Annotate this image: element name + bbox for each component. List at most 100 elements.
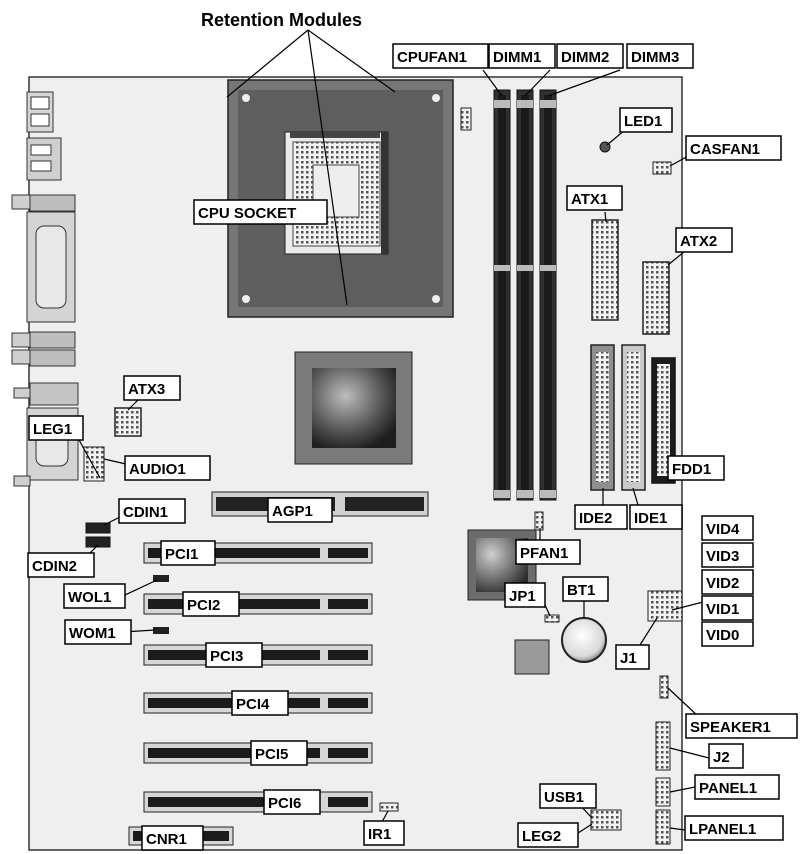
ide2-pins — [596, 352, 609, 482]
label-atx2-text: ATX2 — [680, 233, 717, 250]
label-panel1-text: PANEL1 — [699, 780, 757, 797]
label-wom1: WOM1 — [64, 619, 132, 645]
label-wom1-text: WOM1 — [69, 625, 116, 642]
label-vid0: VID0 — [701, 621, 754, 647]
dimm-slots — [493, 89, 557, 501]
label-led1: LED1 — [619, 107, 673, 133]
cdin2-header — [85, 536, 111, 548]
label-pci4: PCI4 — [231, 690, 289, 716]
label-ir1: IR1 — [363, 820, 405, 846]
j2-header — [655, 721, 671, 771]
label-usb1: USB1 — [539, 783, 597, 809]
rear-io-ports — [11, 91, 79, 487]
label-agp1-text: AGP1 — [272, 503, 313, 520]
label-fdd1: FDD1 — [667, 455, 725, 481]
label-vid2: VID2 — [701, 569, 754, 595]
wom1-header — [153, 627, 169, 634]
label-vid1-text: VID1 — [706, 601, 739, 618]
label-bt1: BT1 — [562, 576, 609, 602]
leader-lines — [77, 29, 710, 836]
label-lpanel1: LPANEL1 — [684, 815, 784, 841]
label-wol1: WOL1 — [63, 583, 126, 609]
retention-modules-title: Retention Modules — [201, 10, 362, 30]
label-j1-text: J1 — [620, 650, 637, 667]
label-dimm2: DIMM2 — [556, 43, 624, 69]
label-cdin1: CDIN1 — [118, 498, 186, 524]
label-pci6: PCI6 — [263, 789, 321, 815]
label-atx3-text: ATX3 — [128, 381, 165, 398]
label-cpufan1-text: CPUFAN1 — [397, 49, 467, 66]
label-leg2-text: LEG2 — [522, 828, 561, 845]
label-pci5-text: PCI5 — [255, 746, 288, 763]
cdin1-header — [85, 522, 111, 534]
cpufan1-header — [460, 107, 472, 131]
fdd1-pins — [657, 364, 670, 476]
label-casfan1: CASFAN1 — [685, 135, 782, 161]
label-vid1: VID1 — [701, 595, 754, 621]
label-ide2-text: IDE2 — [579, 510, 612, 527]
label-vid3-text: VID3 — [706, 548, 739, 565]
cpu-socket — [284, 131, 389, 255]
label-vid4-text: VID4 — [706, 521, 740, 538]
label-leg1: LEG1 — [28, 415, 84, 441]
label-pci1-text: PCI1 — [165, 546, 198, 563]
label-jp1-text: JP1 — [509, 588, 536, 605]
label-dimm1-text: DIMM1 — [493, 49, 541, 66]
panel1-header — [655, 777, 671, 807]
label-pci2-text: PCI2 — [187, 597, 220, 614]
retention-module — [227, 79, 454, 318]
label-j2-text: J2 — [713, 749, 730, 766]
label-cdin1-text: CDIN1 — [123, 504, 168, 521]
label-cnr1-text: CNR1 — [146, 831, 187, 848]
label-cpu-socket-text: CPU SOCKET — [198, 205, 296, 222]
pfan1-header — [534, 511, 544, 531]
label-atx2: ATX2 — [675, 227, 733, 253]
jp1-jumper — [544, 614, 560, 623]
label-panel1: PANEL1 — [694, 774, 780, 800]
label-bt1-text: BT1 — [567, 582, 595, 599]
label-cpu-socket: CPU SOCKET — [193, 199, 328, 225]
usb1-header — [590, 809, 622, 831]
audio1-header — [83, 446, 105, 482]
label-wol1-text: WOL1 — [68, 589, 111, 606]
j1-header — [647, 590, 683, 622]
lpanel1-header — [655, 809, 671, 845]
ir1-header — [379, 802, 399, 812]
label-lpanel1-text: LPANEL1 — [689, 821, 756, 838]
casfan1-header — [652, 161, 672, 175]
label-pci6-text: PCI6 — [268, 795, 301, 812]
label-led1-text: LED1 — [624, 113, 662, 130]
label-leg2: LEG2 — [517, 822, 579, 848]
label-dimm1: DIMM1 — [488, 43, 556, 69]
label-ide1-text: IDE1 — [634, 510, 667, 527]
label-casfan1-text: CASFAN1 — [690, 141, 760, 158]
wol1-header — [153, 575, 169, 582]
label-pci5: PCI5 — [250, 740, 308, 766]
label-ide2: IDE2 — [574, 504, 628, 530]
label-usb1-text: USB1 — [544, 789, 584, 806]
label-ide1: IDE1 — [629, 504, 683, 530]
label-atx1: ATX1 — [566, 185, 623, 211]
northbridge-die — [312, 368, 396, 448]
label-vid3: VID3 — [701, 542, 754, 568]
label-speaker1-text: SPEAKER1 — [690, 719, 771, 736]
label-vid4: VID4 — [701, 515, 754, 541]
label-audio1: AUDIO1 — [124, 455, 211, 481]
label-speaker1: SPEAKER1 — [685, 713, 798, 739]
label-dimm3-text: DIMM3 — [631, 49, 679, 66]
label-cpufan1: CPUFAN1 — [392, 43, 489, 69]
label-pci2: PCI2 — [182, 591, 240, 617]
label-jp1: JP1 — [504, 582, 546, 608]
label-cdin2: CDIN2 — [27, 552, 95, 578]
atx2-connector — [642, 261, 670, 335]
label-dimm2-text: DIMM2 — [561, 49, 609, 66]
label-audio1-text: AUDIO1 — [129, 461, 186, 478]
label-pci4-text: PCI4 — [236, 696, 270, 713]
label-j2: J2 — [708, 743, 744, 769]
label-vid2-text: VID2 — [706, 575, 739, 592]
label-pfan1: PFAN1 — [515, 539, 581, 565]
label-agp1: AGP1 — [267, 497, 333, 523]
label-pci3-text: PCI3 — [210, 648, 243, 665]
